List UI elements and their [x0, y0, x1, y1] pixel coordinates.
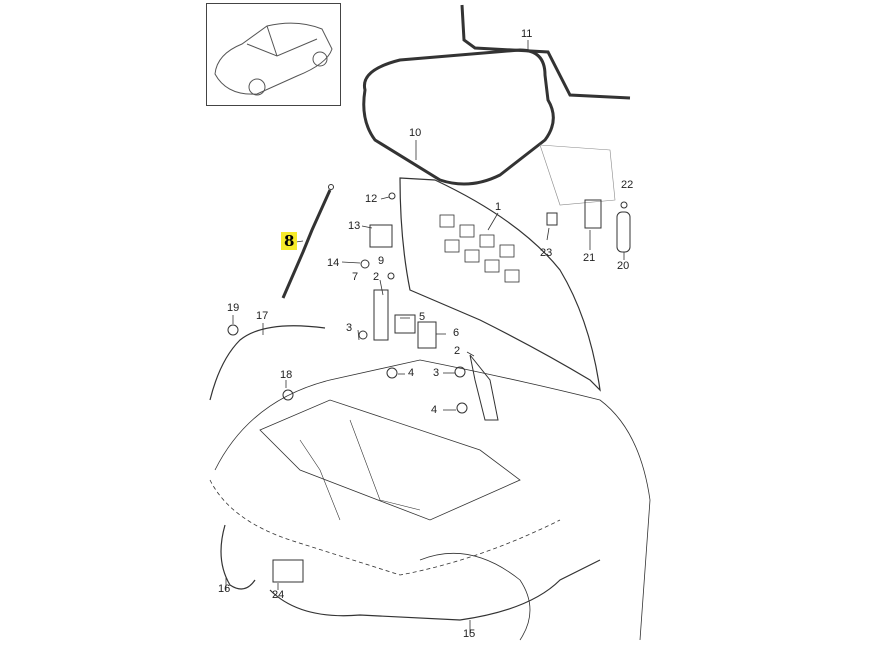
callout-2[interactable]: 2	[373, 271, 380, 283]
callout-1[interactable]: 1	[495, 201, 502, 213]
callout-15[interactable]: 15	[463, 628, 476, 640]
callout-9[interactable]: 9	[378, 255, 385, 267]
callout-16[interactable]: 16	[218, 583, 231, 595]
callout-3[interactable]: 3	[346, 322, 353, 334]
callout-12[interactable]: 12	[365, 193, 378, 205]
callout-22[interactable]: 22	[621, 179, 634, 191]
callout-11[interactable]: 11	[521, 28, 533, 40]
callout-5[interactable]: 5	[419, 311, 426, 323]
callout-21[interactable]: 21	[583, 252, 596, 264]
callout-10[interactable]: 10	[409, 127, 422, 139]
callout-18[interactable]: 18	[280, 369, 293, 381]
callout-19[interactable]: 19	[227, 302, 240, 314]
callout-13[interactable]: 13	[348, 220, 361, 232]
callout-7[interactable]: 7	[352, 271, 359, 283]
callout-20[interactable]: 20	[617, 260, 630, 272]
vehicle-overview-thumbnail	[206, 3, 341, 106]
callout-14[interactable]: 14	[327, 257, 340, 269]
highlighted-part-label[interactable]: 8	[281, 232, 298, 250]
callout-6[interactable]: 6	[453, 327, 460, 339]
callout-17[interactable]: 17	[256, 310, 269, 322]
callout-4[interactable]: 4	[431, 404, 438, 416]
car-icon	[214, 22, 333, 96]
callout-23[interactable]: 23	[540, 247, 553, 259]
callout-4[interactable]: 4	[408, 367, 415, 379]
callout-3[interactable]: 3	[433, 367, 440, 379]
callout-24[interactable]: 24	[272, 589, 285, 601]
callout-2[interactable]: 2	[454, 345, 461, 357]
